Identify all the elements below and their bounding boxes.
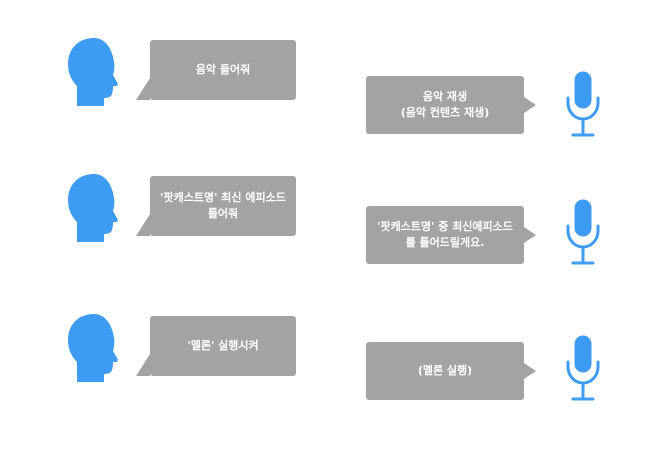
exchange-row-1: 음악 들어줘 음악 재생 (음악 컨텐츠 재생)	[0, 28, 650, 148]
assistant-response: '팟캐스트명' 중 최신에피소드 를 틀어드릴게요.	[377, 220, 513, 249]
assistant-response-bubble: 음악 재생 (음악 컨텐츠 재생)	[366, 76, 536, 134]
user-utterance: '멜론' 실행시켜	[187, 339, 259, 352]
person-head-icon	[64, 172, 124, 242]
exchange-row-3: '멜론' 실행시켜 (멜론 실행)	[0, 306, 650, 426]
microphone-icon	[563, 198, 603, 270]
user-speech-bubble: 음악 들어줘	[136, 40, 296, 100]
assistant-response: 음악 재생 (음악 컨텐츠 재생)	[400, 90, 490, 119]
user-speech-bubble: '멜론' 실행시켜	[136, 316, 296, 376]
assistant-response: (멜론 실행)	[417, 364, 473, 377]
microphone-icon	[563, 334, 603, 406]
user-utterance: 음악 들어줘	[195, 63, 251, 76]
person-head-icon	[64, 312, 124, 382]
assistant-response-bubble: '팟캐스트명' 중 최신에피소드 를 틀어드릴게요.	[366, 206, 536, 264]
person-head-icon	[64, 36, 124, 106]
microphone-icon	[563, 70, 603, 142]
user-speech-bubble: '팟캐스트명' 최신 에피소드 틀어줘	[136, 176, 296, 236]
user-utterance: '팟캐스트명' 최신 에피소드 틀어줘	[160, 191, 286, 220]
exchange-row-2: '팟캐스트명' 최신 에피소드 틀어줘 '팟캐스트명' 중 최신에피소드 를 틀…	[0, 168, 650, 288]
assistant-response-bubble: (멜론 실행)	[366, 342, 536, 400]
